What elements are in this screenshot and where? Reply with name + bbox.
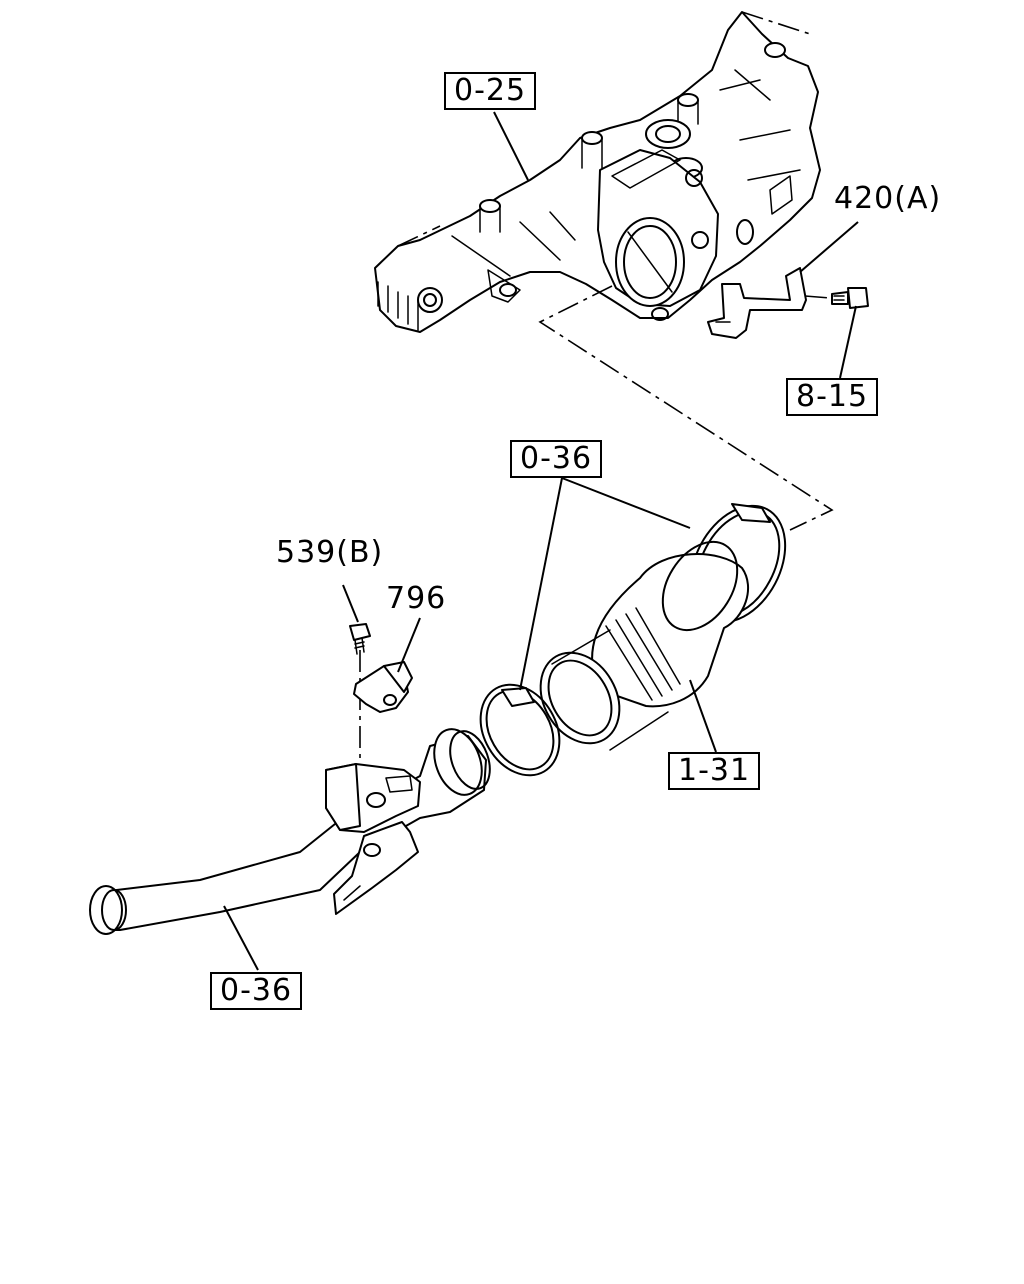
pipe-clip-illustration (349, 623, 413, 713)
air-hose-illustration (539, 540, 749, 751)
callout-intake-pipe: 0-36 (210, 972, 303, 1010)
callout-pipe-clip: 796 (386, 581, 447, 616)
callout-air-hose: 1-31 (668, 752, 761, 790)
leader-lines (223, 111, 859, 971)
callout-intake-manifold: 0-25 (444, 72, 537, 110)
intake-manifold-illustration (374, 11, 821, 333)
callout-hose-clamp-upper: 0-36 (510, 440, 603, 478)
hose-clamp-lower-illustration (479, 683, 561, 777)
callout-screw: 539(B) (276, 535, 384, 570)
intake-pipe-illustration (89, 650, 491, 935)
callout-bracket-bolt: 8-15 (786, 378, 879, 416)
callout-bracket: 420(A) (834, 181, 942, 216)
bracket-illustration (707, 267, 869, 339)
